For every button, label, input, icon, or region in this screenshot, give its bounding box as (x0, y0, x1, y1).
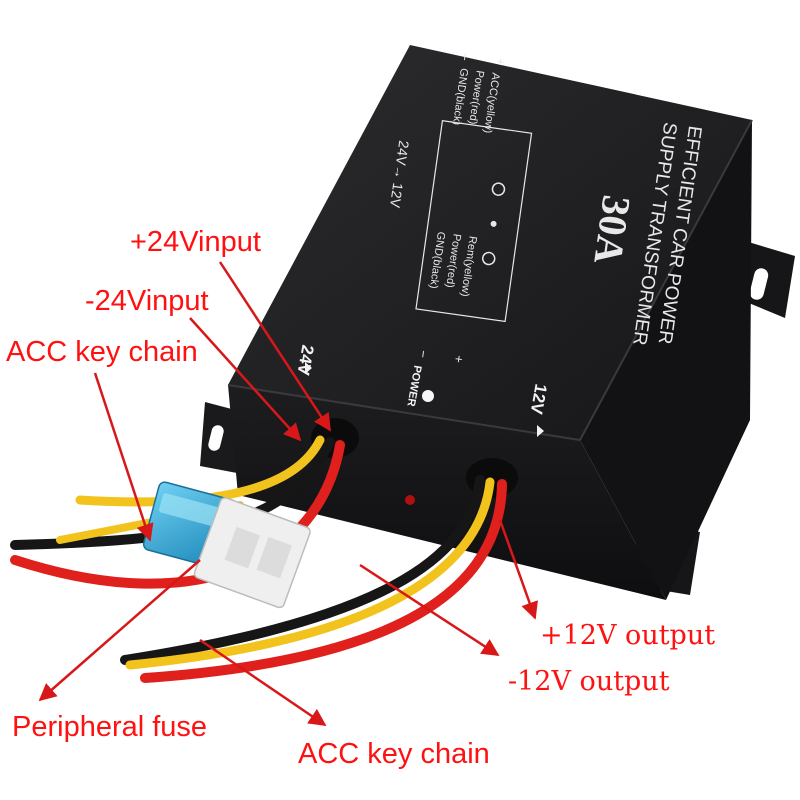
callout-minus-24v-input: -24Vinput (85, 285, 209, 317)
status-led-icon (405, 495, 415, 505)
output-black-wire (120, 475, 485, 665)
arrow-fuse (38, 559, 201, 702)
arrow-glyph-icon (537, 425, 544, 437)
arrow-plus-24v (218, 261, 332, 432)
arrow-glyph-icon (305, 362, 312, 374)
output-polarity-plus: + (451, 354, 467, 364)
arrow-acc-left (93, 372, 154, 542)
callout-peripheral-fuse: Peripheral fuse (12, 711, 208, 743)
output-polarity-minus: − (415, 349, 431, 359)
output-yellow-wire (125, 477, 495, 670)
arrow-plus-12v (498, 519, 538, 620)
input-polarity-minus: − (457, 52, 473, 62)
callout-acc-key-chain-bottom: ACC key chain (298, 738, 490, 770)
power-led-icon (422, 390, 434, 402)
input-polarity-plus: + (493, 57, 509, 67)
callout-acc-key-chain-left: ACC key chain (6, 336, 198, 368)
callout-minus-12v-output: -12V output (508, 666, 670, 697)
peripheral-fuse (142, 481, 311, 609)
annotation-arrows (38, 261, 538, 727)
arrow-acc-bottom (199, 638, 327, 727)
rating-label: 30A (585, 193, 639, 268)
wiring-diagram-frame (415, 120, 533, 323)
arrow-minus-24v (189, 317, 302, 442)
terminal-icon (491, 182, 506, 196)
callout-plus-24v-input: +24Vinput (130, 226, 261, 258)
terminal-icon (481, 251, 496, 266)
terminal-dot-icon (490, 220, 497, 227)
callout-plus-12v-output: +12V output (540, 620, 716, 651)
arrow-minus-12v (359, 563, 500, 657)
